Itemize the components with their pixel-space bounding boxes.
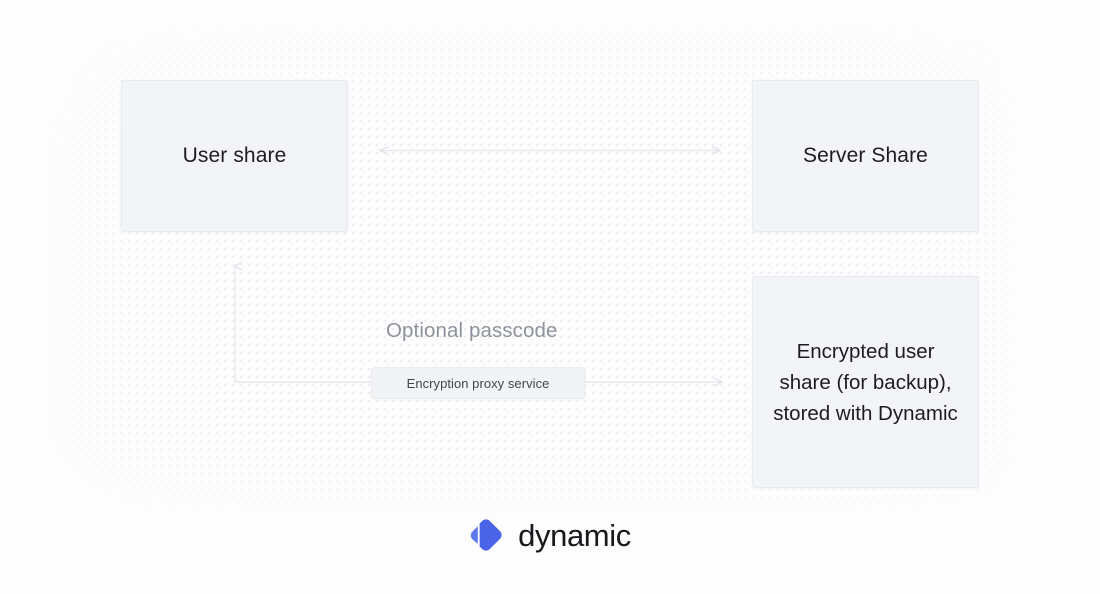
node-encrypted-user-share-label: Encrypted user share (for backup), store… [773,339,958,425]
node-server-share-label: Server Share [803,144,928,167]
node-user-share-label: User share [182,144,287,167]
dynamic-diamond-logo-icon [470,519,502,551]
node-encrypted-user-share: Encrypted user share (for backup), store… [752,276,979,488]
connector-encryption-proxy-to-user-share [233,261,371,383]
brand-wordmark: dynamic [518,517,631,553]
brand-lockup: dynamic [0,518,1100,552]
optional-passcode-label: Optional passcode [386,319,558,342]
encryption-proxy-service-label: Encryption proxy service [406,375,550,391]
node-user-share: User share [121,80,348,232]
node-server-share: Server Share [752,80,979,232]
encryption-proxy-service-pill: Encryption proxy service [371,367,585,399]
